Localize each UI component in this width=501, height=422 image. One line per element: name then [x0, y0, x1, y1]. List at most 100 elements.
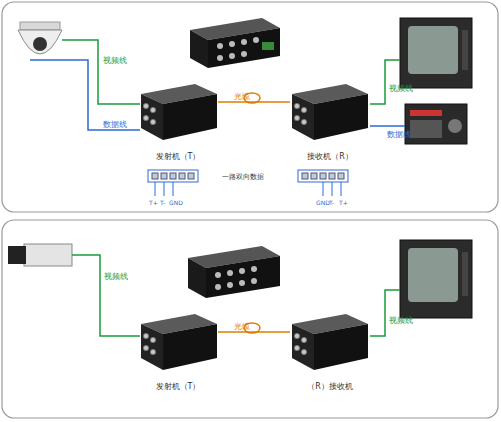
wire-label: 数据线 [103, 120, 127, 130]
terminal-block [262, 42, 274, 50]
bnc-port [217, 43, 223, 49]
box-camera [8, 244, 72, 266]
terminal-pin [302, 173, 308, 179]
bnc-port [239, 280, 245, 286]
terminal-pin [170, 173, 176, 179]
device-front [314, 94, 368, 140]
camera-lens [8, 246, 26, 264]
wire-label: T+ [149, 198, 158, 208]
keyboard-case [405, 104, 467, 144]
keyboard-display [410, 110, 442, 116]
camera-lens [33, 37, 47, 51]
monitor-screen [408, 26, 458, 74]
terminal-pin [329, 173, 335, 179]
pin-lead [323, 182, 324, 196]
monitor-screen [408, 248, 458, 302]
wire-label: 视频线 [389, 84, 413, 94]
video-wire [370, 290, 400, 336]
device-side [292, 324, 314, 370]
bnc-port [215, 272, 221, 278]
bnc-port [239, 268, 245, 274]
product-photo [190, 18, 280, 68]
bnc-port [294, 345, 299, 350]
device-side [188, 258, 206, 298]
device-caption: 发射机（T） [135, 382, 221, 392]
monitor-panel [462, 252, 468, 296]
terminal-pin [179, 173, 185, 179]
video-wire [370, 60, 400, 104]
bnc-port [301, 337, 306, 342]
bnc-port [294, 103, 299, 108]
bnc-port [150, 119, 155, 124]
transceiver-box: 发射机（T） [135, 82, 221, 168]
wire-label: GND [316, 198, 330, 208]
terminal-pin [161, 173, 167, 179]
bnc-port [241, 39, 247, 45]
camera-dome [18, 30, 62, 54]
wire-label: 视频线 [103, 56, 127, 66]
transceiver-device [286, 312, 370, 374]
bnc-port [229, 41, 235, 47]
bnc-port [143, 333, 148, 338]
device-caption: 发射机（T） [135, 152, 221, 162]
transceiver-box: 发射机（T） [135, 312, 221, 400]
bnc-port [215, 284, 221, 290]
device-front [206, 256, 280, 298]
data-wire [370, 125, 405, 127]
dome-camera [18, 22, 62, 54]
transceiver-device [286, 82, 370, 144]
wire-label: T- [160, 198, 165, 208]
terminal-pin [152, 173, 158, 179]
pin-lead [155, 182, 156, 196]
camera-mount [20, 22, 60, 30]
transceiver-device [135, 312, 219, 374]
terminal-block [148, 170, 198, 196]
bnc-port [150, 337, 155, 342]
panel-frame [2, 2, 498, 212]
bnc-port [251, 278, 257, 284]
bnc-port [229, 53, 235, 59]
pin-lead [173, 182, 174, 196]
fiber-cable [218, 331, 290, 333]
bnc-port [294, 115, 299, 120]
keyboard-controller [405, 104, 467, 144]
panel-frame [2, 220, 498, 418]
bnc-port [241, 51, 247, 57]
bnc-port [253, 37, 259, 43]
edge-label: 光缆 [234, 322, 250, 332]
bnc-port [227, 282, 233, 288]
terminal-pin [338, 173, 344, 179]
monitor-panel [462, 30, 468, 70]
terminal-block [298, 170, 348, 196]
device-front [314, 324, 368, 370]
device-front [163, 94, 217, 140]
product-photo [188, 246, 280, 298]
bnc-port [301, 119, 306, 124]
wire-label: T+ [339, 198, 348, 208]
bnc-port [217, 55, 223, 61]
data-wire [30, 60, 140, 130]
monitor-case [400, 240, 472, 318]
monitor [400, 18, 472, 88]
bnc-port [143, 115, 148, 120]
wire-label: GND [169, 198, 183, 208]
monitor-case [400, 18, 472, 88]
keyboard-joystick [448, 119, 462, 133]
device-side [141, 324, 163, 370]
device-front [163, 324, 217, 370]
video-wire [72, 255, 140, 336]
wire-label: T- [329, 198, 334, 208]
wire-label: 数据线 [387, 130, 411, 140]
transceiver-device [135, 82, 219, 144]
pin-lead [341, 182, 342, 196]
device-caption: （R）接收机 [286, 382, 374, 392]
pin-lead [332, 182, 333, 196]
bnc-port [251, 266, 257, 272]
wire-label: 一路双向数据 [222, 172, 264, 182]
edge-label: 光缆 [234, 92, 250, 102]
camera-body [24, 244, 72, 266]
terminal-pin [188, 173, 194, 179]
